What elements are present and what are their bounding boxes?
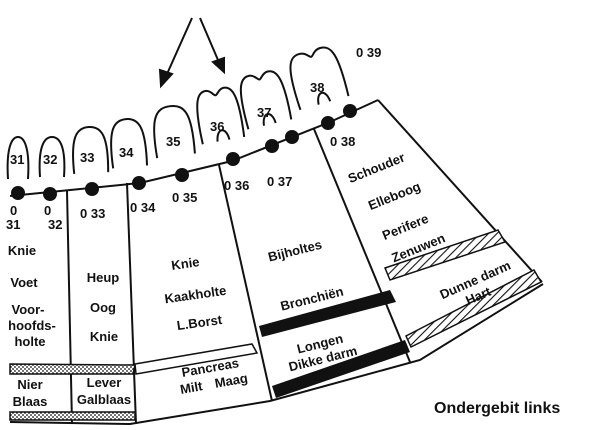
- tooth-outline: [285, 44, 349, 110]
- point-label-39: 0 39: [356, 45, 381, 60]
- s5-schouder: Schouder: [346, 150, 407, 186]
- sector-1: Knie Voet Voor- hoofds- holte Nier Blaas: [8, 243, 56, 409]
- tooth-outline: [151, 104, 196, 158]
- s1-voet: Voet: [10, 275, 38, 290]
- tooth-outline: [236, 69, 291, 130]
- s2-lever: Lever: [87, 375, 122, 390]
- s1-nier: Nier: [17, 377, 42, 392]
- s2-galblaas: Galblaas: [77, 392, 131, 407]
- arrows: [160, 18, 224, 86]
- meridian-point-dot: [11, 186, 25, 200]
- meridian-point-dot: [265, 139, 279, 153]
- tooth-35: [151, 104, 196, 158]
- meridian-point-dot: [285, 130, 299, 144]
- point-label-37: 0 37: [267, 174, 292, 189]
- s3-kaakholte: Kaakholte: [164, 283, 228, 307]
- tooth-number-38: 38: [310, 80, 324, 95]
- s4-bijholtes: Bijholtes: [266, 237, 323, 265]
- sector-5: Schouder Elleboog Perifere Zenuwen Dunne…: [346, 150, 513, 308]
- meridian-point-dot: [321, 116, 335, 130]
- point-label-36: 0 36: [224, 178, 249, 193]
- meridian-point-dot: [132, 176, 146, 190]
- tooth-number-36: 36: [210, 119, 224, 134]
- s1-hoofds: hoofds-: [8, 318, 56, 333]
- tooth-outline: [109, 118, 148, 169]
- point-label-33: 0 33: [80, 206, 105, 221]
- caption: Ondergebit links: [434, 400, 560, 417]
- sector-2: Heup Oog Knie Lever Galblaas: [77, 270, 131, 407]
- s1-holte: holte: [14, 334, 45, 349]
- s2-knie: Knie: [90, 329, 118, 344]
- point-label-34: 0 34: [130, 200, 156, 215]
- s3-lborst: L.Borst: [176, 312, 224, 333]
- tooth-number-32: 32: [43, 152, 57, 167]
- s2-heup: Heup: [87, 270, 120, 285]
- s1-blaas: Blaas: [13, 394, 48, 409]
- point-label-32: 0: [44, 203, 51, 218]
- tooth-number-33: 33: [80, 150, 94, 165]
- tooth-number-31: 31: [10, 152, 24, 167]
- point-sub-label-31: 31: [6, 217, 20, 232]
- teeth-row: 31 32 33 34 35 36 37 38: [8, 44, 349, 179]
- tooth-number-34: 34: [119, 145, 134, 160]
- tooth-number-37: 37: [257, 105, 271, 120]
- s1-voor: Voor-: [12, 302, 45, 317]
- s2-oog: Oog: [90, 300, 116, 315]
- s5-elleboog: Elleboog: [366, 179, 423, 213]
- s1-knie: Knie: [8, 243, 36, 258]
- tooth-outline: [193, 86, 244, 145]
- meridian-point-dot: [343, 104, 357, 118]
- s3-knie: Knie: [170, 254, 200, 273]
- meridian-point-dot: [85, 182, 99, 196]
- sector-3: Knie Kaakholte L.Borst Pancreas Milt Maa…: [164, 254, 249, 397]
- tooth-number-35: 35: [166, 134, 180, 149]
- s3-milt: Milt: [179, 378, 204, 397]
- point-label-38: 0 38: [330, 134, 355, 149]
- tooth-34: [109, 118, 148, 169]
- meridian-point-dot: [175, 168, 189, 182]
- point-sub-label-32: 32: [48, 217, 62, 232]
- meridian-point-dot: [43, 187, 57, 201]
- tooth-37: [236, 69, 291, 130]
- meridian-point-dot: [226, 152, 240, 166]
- point-label-35: 0 35: [172, 190, 197, 205]
- point-label-31: 0: [10, 203, 17, 218]
- tooth-36: [193, 86, 244, 145]
- tooth-38: [285, 44, 349, 110]
